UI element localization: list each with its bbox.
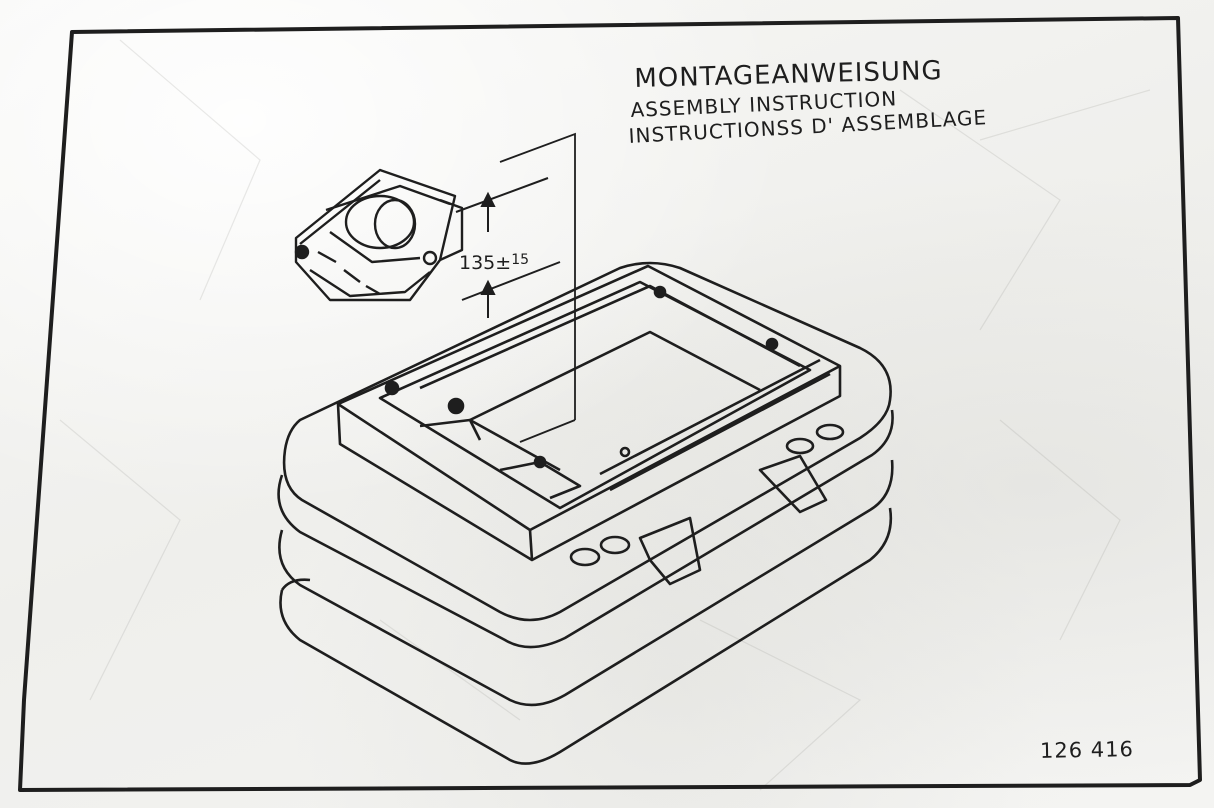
dimension-value: 135 — [459, 252, 496, 274]
dimension-arrows — [455, 177, 561, 318]
seat-mechanism-drawing — [294, 168, 464, 302]
projection-lines — [499, 132, 576, 443]
dimension-tolerance: 15 — [511, 252, 530, 268]
seat-cushion-drawing — [277, 261, 894, 765]
border-frame — [18, 16, 1202, 792]
part-number: 126 416 — [1039, 737, 1135, 763]
dimension-label: 135±15 — [459, 252, 529, 274]
dimension-plus-minus: ± — [495, 252, 512, 274]
